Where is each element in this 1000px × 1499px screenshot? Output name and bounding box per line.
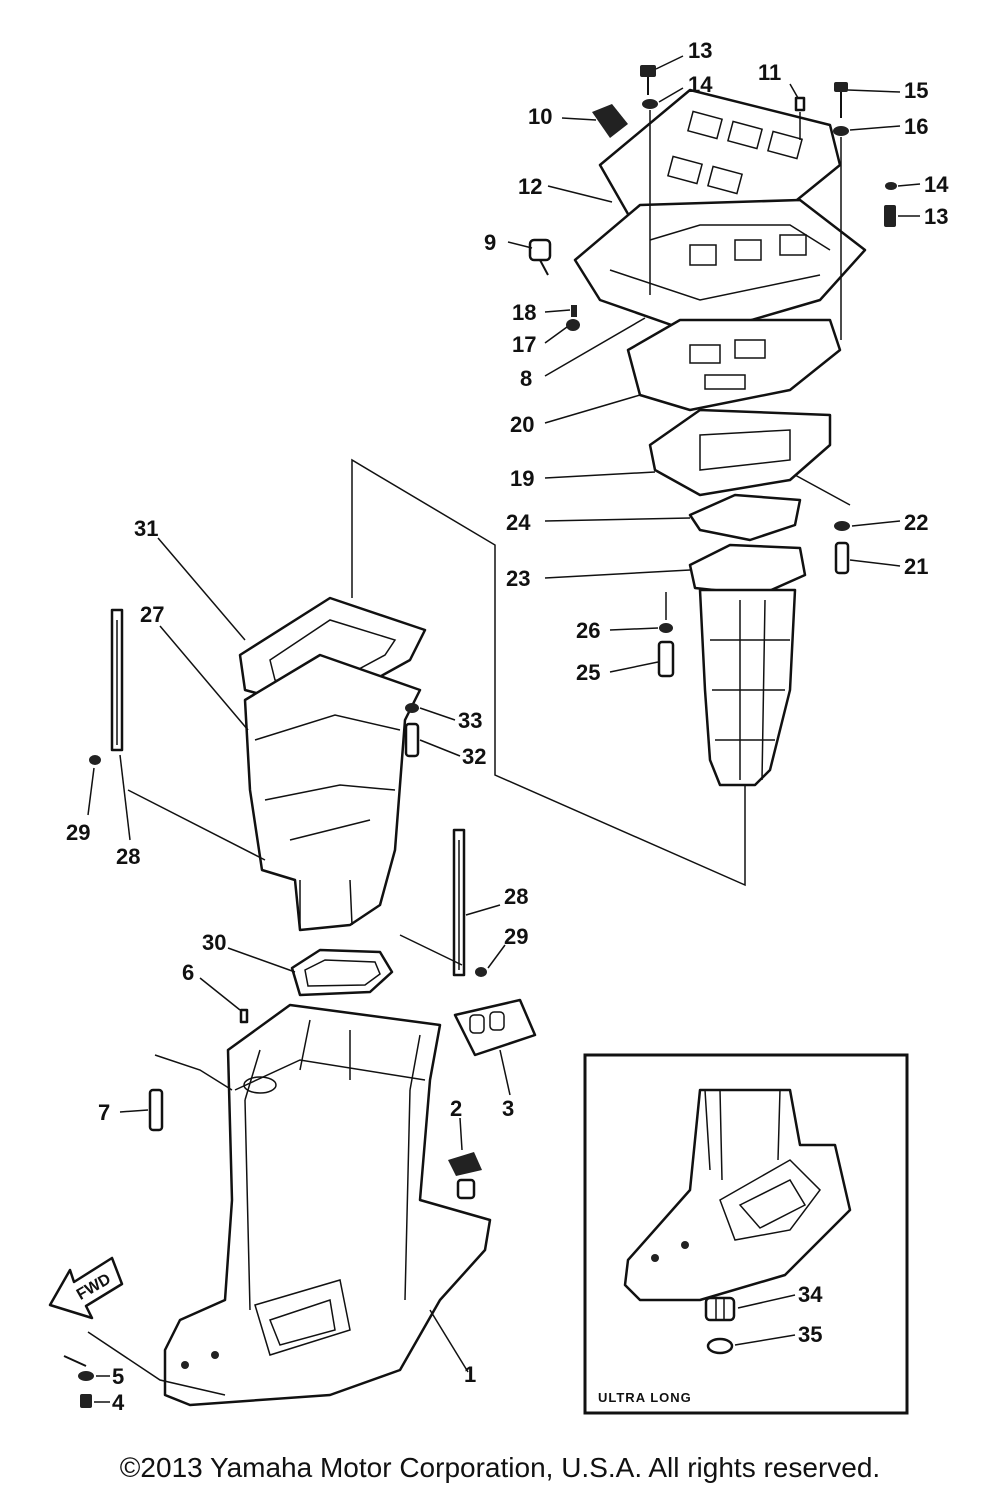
lower-casing: FWD [48,998,537,1408]
callout-13: 13 [688,38,712,63]
callout-14: 14 [688,72,713,97]
leader-lines-middle [87,537,506,973]
callout-30: 30 [202,930,226,955]
copyright-footer: ©2013 Yamaha Motor Corporation, U.S.A. A… [119,1452,881,1483]
exploded-parts-diagram: FWD ULTRA LONG 13 14 10 1 [48,38,949,1415]
ultra-long-inset: ULTRA LONG [583,1053,909,1415]
callout-29-right: 29 [504,924,528,949]
callout-27: 27 [140,602,164,627]
exhaust-cover-assembly [573,88,867,787]
callout-35: 35 [798,1322,822,1347]
callout-28-right: 28 [504,884,528,909]
upper-casing [238,596,427,997]
upper-fasteners [528,65,897,678]
callout-5: 5 [112,1364,124,1389]
callout-9: 9 [484,230,496,255]
callout-3: 3 [502,1096,514,1121]
callout-numbers: 13 14 10 11 15 16 12 14 13 9 18 17 8 20 … [66,38,949,1415]
callout-26: 26 [576,618,600,643]
callout-28-left: 28 [116,844,140,869]
callout-6: 6 [182,960,194,985]
leader-lines-upper [351,55,921,887]
callout-18: 18 [512,300,536,325]
callout-29-left: 29 [66,820,90,845]
callout-10: 10 [528,104,552,129]
callout-34: 34 [798,1282,823,1307]
callout-11: 11 [758,60,781,85]
callout-1: 1 [464,1362,476,1387]
leader-lines-lower [87,977,511,1403]
callout-13-right: 13 [924,204,948,229]
callout-32: 32 [462,744,486,769]
fwd-arrow-icon: FWD [48,1256,124,1320]
callout-14-right: 14 [924,172,949,197]
callout-8: 8 [520,366,532,391]
callout-23: 23 [506,566,530,591]
callout-16: 16 [904,114,928,139]
ultra-long-label: ULTRA LONG [598,1390,692,1405]
callout-20: 20 [510,412,534,437]
callout-33: 33 [458,708,482,733]
callout-17: 17 [512,332,536,357]
callout-24: 24 [506,510,531,535]
callout-12: 12 [518,174,542,199]
callout-31: 31 [134,516,158,541]
callout-4: 4 [112,1390,125,1415]
callout-19: 19 [510,466,534,491]
strips [89,608,487,977]
callout-15: 15 [904,78,928,103]
callout-7: 7 [98,1100,110,1125]
callout-2: 2 [450,1096,462,1121]
callout-21: 21 [904,554,928,579]
callout-22: 22 [904,510,928,535]
callout-25: 25 [576,660,600,685]
